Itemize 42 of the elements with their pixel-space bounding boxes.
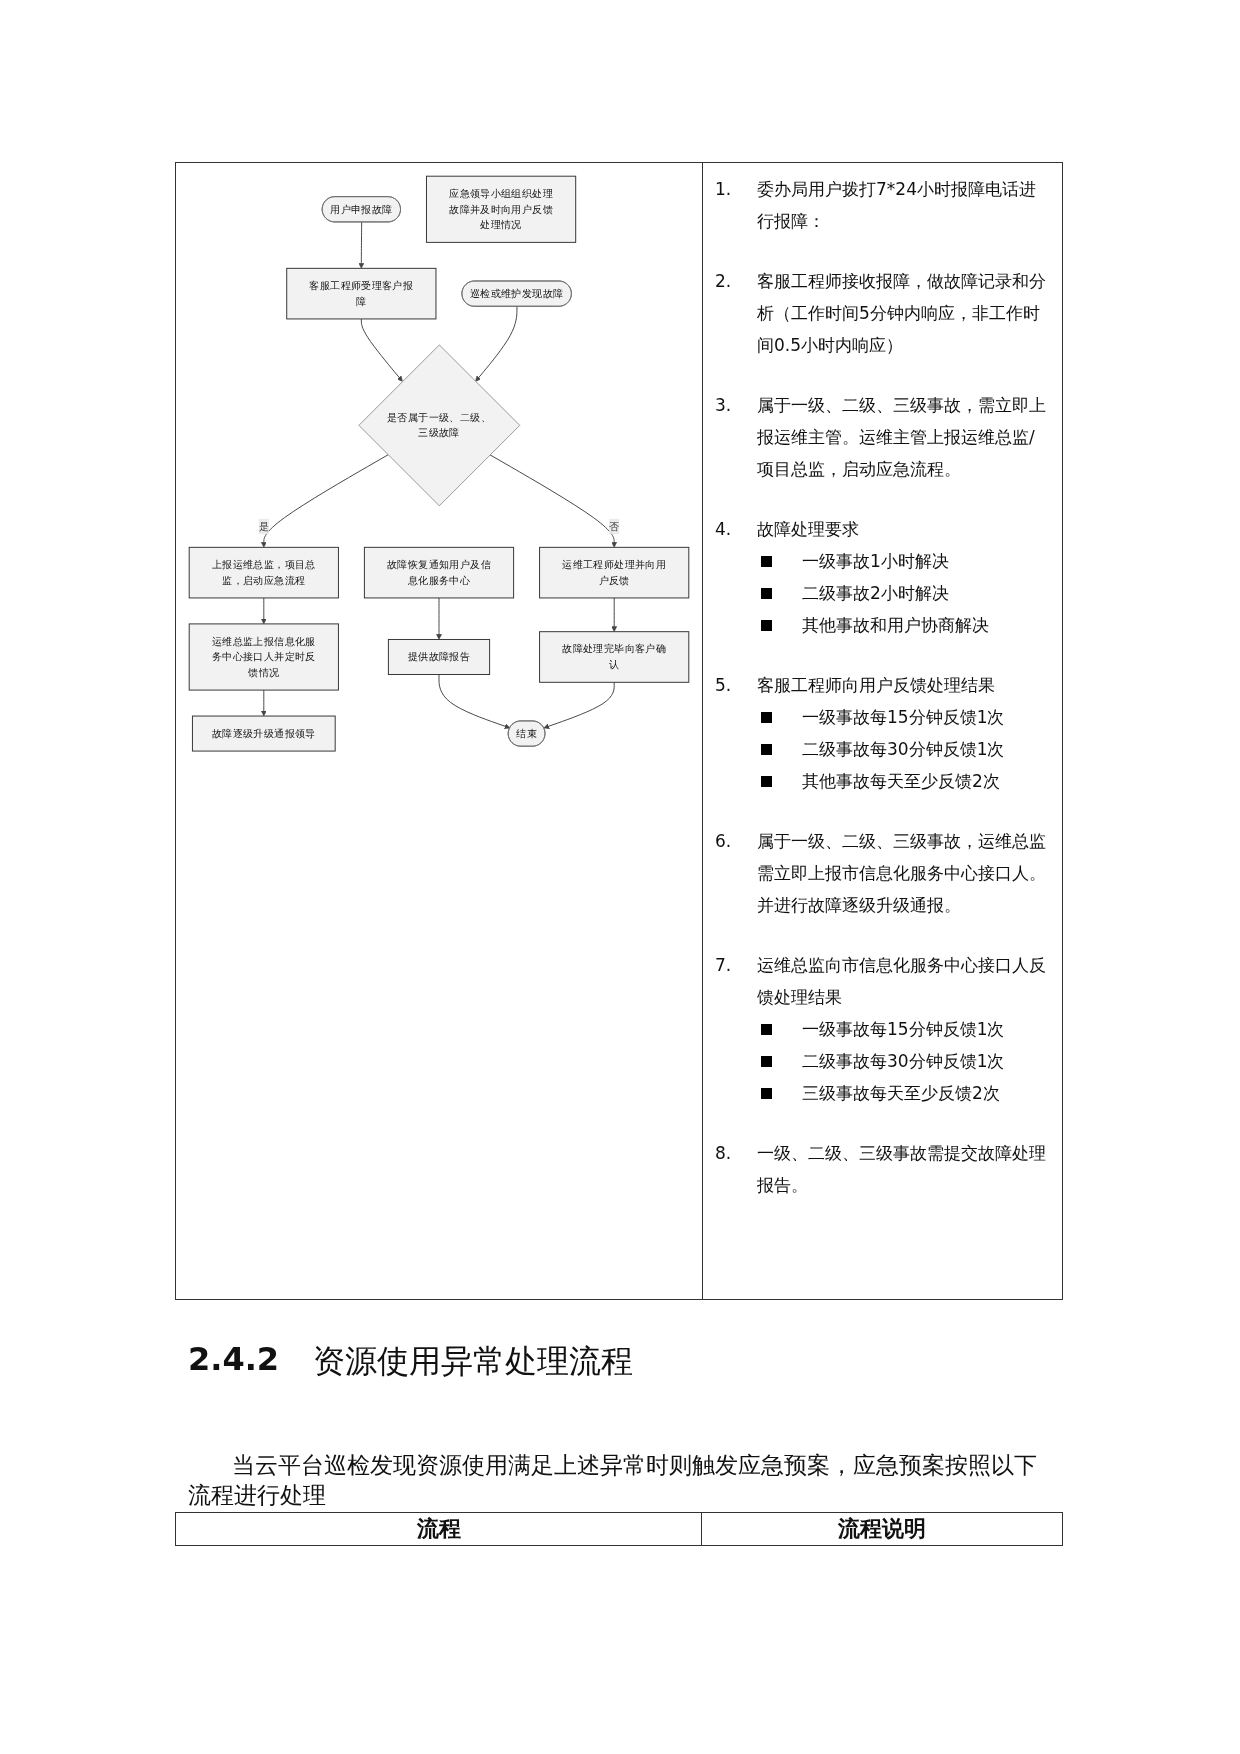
bullet-text: 一级事故每15分钟反馈1次 <box>802 1018 1005 1041</box>
item-number: 8. <box>715 1142 733 1165</box>
node-box: 故障处理完毕向客户确认 <box>539 631 690 683</box>
node-box: 客服工程师受理客户报障 <box>286 267 437 320</box>
item-text: 属于一级、二级、三级事故，运维总监需立即上报市信息化服务中心接口人。并进行故障逐级升级通报。 <box>757 830 1047 917</box>
item-number: 3. <box>715 394 733 417</box>
item-text: 客服工程师接收报障，做故障记录和分析（工作时间5分钟内响应，非工作时间0.5小时内响应） <box>757 270 1047 357</box>
table-header: 流程 <box>176 1513 703 1545</box>
node-diamond: 是否属于一级、二级、三级故障 <box>358 344 521 507</box>
node-box: 故障逐级升级通报领导 <box>191 715 336 752</box>
bullet-text: 一级事故1小时解决 <box>802 550 949 573</box>
bullet-text: 二级事故每30分钟反馈1次 <box>802 1050 1005 1073</box>
bullet-text: 其他事故和用户协商解决 <box>802 614 989 637</box>
item-text: 一级、二级、三级事故需提交故障处理报告。 <box>757 1142 1047 1197</box>
section-number: 2.4.2 <box>188 1340 280 1380</box>
item-number: 5. <box>715 674 733 697</box>
table-header: 流程说明 <box>837 1515 928 1543</box>
node-box: 上报运维总监，项目总监，启动应急流程 <box>188 546 339 599</box>
item-number: 6. <box>715 830 733 853</box>
item-text: 故障处理要求 <box>757 518 860 541</box>
item-text: 属于一级、二级、三级事故，需立即上报运维主管。运维主管上报运维总监/项目总监，启动应急流程。 <box>757 394 1047 481</box>
node-box: 运维工程师处理并向用户反馈 <box>539 546 690 599</box>
edge-label: 否 <box>609 520 620 533</box>
node-box: 应急领导小组组织处理故障并及时向用户反馈处理情况 <box>426 175 577 243</box>
edge-label: 是 <box>258 520 269 533</box>
node-box: 运维总监上报信息化服务中心接口人并定时反馈情况 <box>188 623 339 691</box>
bullet-text: 三级事故每天至少反馈2次 <box>802 1082 1000 1105</box>
bullet-text: 二级事故每30分钟反馈1次 <box>802 738 1005 761</box>
item-text: 客服工程师向用户反馈处理结果 <box>757 674 996 697</box>
bullet-text: 一级事故每15分钟反馈1次 <box>802 706 1005 729</box>
bullet-text: 二级事故2小时解决 <box>802 582 949 605</box>
item-number: 4. <box>715 518 733 541</box>
node-box: 提供故障报告 <box>387 639 491 675</box>
item-text: 委办局用户拨打7*24小时报障电话进行报障： <box>757 178 1037 233</box>
item-number: 1. <box>715 178 733 201</box>
item-number: 7. <box>715 954 733 977</box>
paragraph: 当云平台巡检发现资源使用满足上述异常时则触发应急预案，应急预案按照以下流程进行处理 <box>188 1451 1038 1510</box>
section-heading: 资源使用异常处理流程 <box>313 1341 634 1382</box>
item-number: 2. <box>715 270 733 293</box>
item-text: 运维总监向市信息化服务中心接口人反馈处理结果 <box>757 954 1047 1009</box>
bullet-text: 其他事故每天至少反馈2次 <box>802 770 1000 793</box>
node-box: 故障恢复通知用户及信息化服务中心 <box>363 546 515 599</box>
